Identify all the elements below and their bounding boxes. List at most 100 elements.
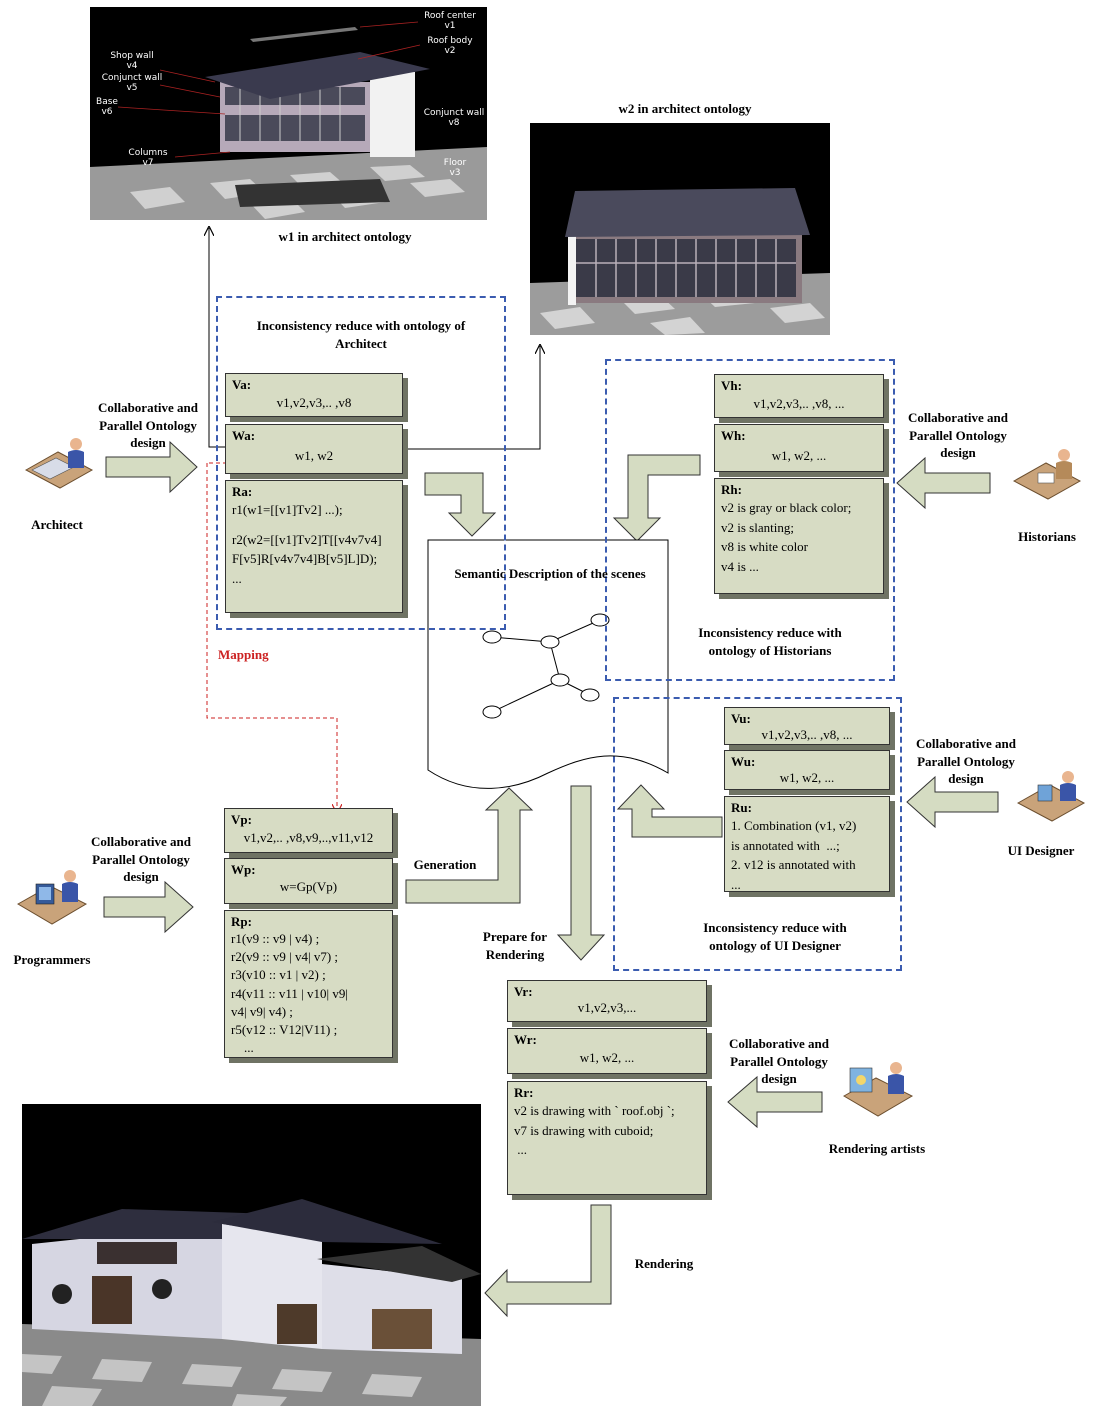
wp-values: w=Gp(Vp)	[279, 879, 338, 894]
arrow-ui	[906, 775, 999, 829]
rp-rule: ...	[231, 1040, 254, 1056]
wa-box: Wa: w1, w2	[225, 424, 403, 474]
rh-rule: v2 is gray or black color;	[721, 500, 852, 515]
collab-programmers: Collaborative and Parallel Ontology desi…	[90, 834, 192, 885]
ru-box: Ru: 1. Combination (v1, v2) is annotated…	[724, 796, 890, 892]
wu-values: w1, w2, ...	[779, 770, 835, 785]
wh-box: Wh: w1, w2, ...	[714, 424, 884, 472]
label-roof-center: Roof center v1	[424, 11, 476, 32]
caption-w1: w1 in architect ontology	[278, 229, 412, 244]
vp-box: Vp: v1,v2,.. ,v8,v9,..,v11,v12	[224, 808, 393, 853]
ra-box: Ra: r1(w1=[[v1]Tv2] ...); r2(w2=[[v1]Tv2…	[225, 480, 403, 613]
vp-header: Vp	[231, 812, 248, 827]
vh-values: v1,v2,v3,.. ,v8, ...	[753, 396, 845, 411]
collab-ui: Collaborative and Parallel Ontology desi…	[915, 736, 1017, 787]
vr-header: Vr	[514, 984, 529, 999]
vr-box: Vr: v1,v2,v3,...	[507, 980, 707, 1022]
arrow-generation	[405, 787, 534, 904]
rh-rule: v2 is slanting;	[721, 519, 794, 535]
rh-rule: v4 is ...	[721, 558, 759, 574]
rp-rule: v4| v9| v4) ;	[231, 1003, 293, 1019]
arrow-architect	[105, 440, 198, 494]
label-columns: Columns v7	[128, 148, 168, 169]
semantic-document	[427, 539, 669, 789]
group-architect-title: Inconsistency reduce with ontology of Ar…	[256, 318, 466, 351]
rendering-artists-label: Rendering artists	[828, 1141, 926, 1156]
arrow-rendering	[484, 1204, 612, 1318]
rr-rule: v2 is drawing with ` roof.obj `;	[514, 1103, 675, 1118]
architect-person-icon	[24, 432, 94, 492]
label-conjunct-wall-v8: Conjunct wall v8	[423, 108, 485, 129]
group-architect	[216, 296, 506, 630]
prepare-label: Prepare for Rendering	[482, 929, 548, 962]
rendering-label: Rendering	[634, 1256, 694, 1271]
wh-values: w1, w2, ...	[771, 448, 827, 463]
rr-rule: v7 is drawing with cuboid;	[514, 1122, 654, 1138]
historians-person-icon	[1012, 445, 1082, 505]
wu-box: Wu: w1, w2, ...	[724, 750, 890, 790]
rr-rule: ...	[514, 1142, 527, 1157]
ra-rule	[232, 520, 396, 530]
ra-rule: r2(w2=[[v1]Tv2]T[[v4v7v4]	[232, 531, 382, 547]
wa-values: w1, w2	[294, 448, 334, 463]
rp-header: Rp	[231, 914, 248, 929]
vp-values: v1,v2,.. ,v8,v9,..,v11,v12	[243, 830, 374, 845]
programmers-label: Programmers	[13, 952, 91, 967]
va-values: v1,v2,v3,.. ,v8	[276, 395, 352, 410]
group-historians-title: Inconsistency reduce with ontology of Hi…	[698, 625, 842, 658]
rp-rule: r1(v9 :: v9 | v4) ;	[231, 931, 320, 946]
wr-header: Wr	[514, 1032, 533, 1047]
programmers-person-icon	[16, 866, 88, 928]
group-historians	[605, 359, 895, 681]
group-ui-title: Inconsistency reduce with ontology of UI…	[703, 920, 847, 953]
rh-header: Rh	[721, 482, 738, 497]
mapping-label: Mapping	[218, 647, 269, 662]
vu-values: v1,v2,v3,.. ,v8, ...	[761, 727, 853, 742]
arrow-va-to-semantic	[424, 472, 497, 537]
ui-designer-label: UI Designer	[1007, 843, 1075, 858]
group-ui-designer	[613, 697, 902, 971]
ra-rule: r1(w1=[[v1]Tv2] ...);	[232, 502, 343, 517]
arrow-ui-to-semantic	[616, 784, 723, 838]
ra-rule: ...	[232, 570, 242, 586]
wu-header: Wu	[731, 754, 751, 769]
generation-label: Generation	[413, 857, 477, 872]
rp-rule: r3(v10 :: v1 | v2) ;	[231, 967, 326, 983]
rendered-scene-image	[22, 1104, 481, 1406]
wr-values: w1, w2, ...	[579, 1050, 635, 1065]
rh-rule: v8 is white color	[721, 539, 809, 554]
arrow-artists	[727, 1075, 823, 1129]
arrow-programmers	[103, 880, 194, 934]
va-box: Va: v1,v2,v3,.. ,v8	[225, 373, 403, 417]
label-roof-body: Roof body v2	[427, 36, 473, 57]
ru-header: Ru	[731, 800, 748, 815]
vu-box: Vu: v1,v2,v3,.. ,v8, ...	[724, 707, 890, 745]
vr-values: v1,v2,v3,...	[577, 1000, 637, 1015]
rp-rule: r2(v9 :: v9 | v4| v7) ;	[231, 949, 339, 965]
vh-box: Vh: v1,v2,v3,.. ,v8, ...	[714, 374, 884, 418]
arrow-prepare	[556, 785, 606, 961]
wp-header: Wp	[231, 862, 252, 877]
rp-rule: r5(v12 :: V12|V11) ;	[231, 1021, 338, 1037]
label-shop-wall: Shop wall v4	[110, 51, 154, 72]
ru-rule: 1. Combination (v1, v2)	[731, 818, 857, 833]
line-wa-to-w2	[340, 346, 540, 450]
ui-designer-person-icon	[1016, 767, 1086, 825]
ru-rule: ...	[731, 876, 741, 892]
rp-rule: r4(v11 :: v11 | v10| v9|	[231, 985, 348, 1001]
va-header: Va	[232, 377, 247, 392]
caption-w2: w2 in architect ontology	[618, 101, 752, 116]
arrow-hist-to-semantic	[612, 454, 701, 542]
ra-header: Ra	[232, 484, 248, 499]
wh-header: Wh	[721, 428, 742, 443]
vh-header: Vh	[721, 378, 738, 393]
label-base: Base v6	[96, 97, 118, 118]
scene-w2-image	[530, 123, 830, 335]
rr-box: Rr: v2 is drawing with ` roof.obj `; v7 …	[507, 1081, 707, 1195]
rp-box: Rp: r1(v9 :: v9 | v4) ; r2(v9 :: v9 | v4…	[224, 910, 393, 1058]
rr-header: Rr	[514, 1085, 530, 1100]
arrow-historians	[896, 456, 991, 510]
historians-label: Historians	[1018, 529, 1076, 544]
architect-label: Architect	[31, 517, 83, 532]
